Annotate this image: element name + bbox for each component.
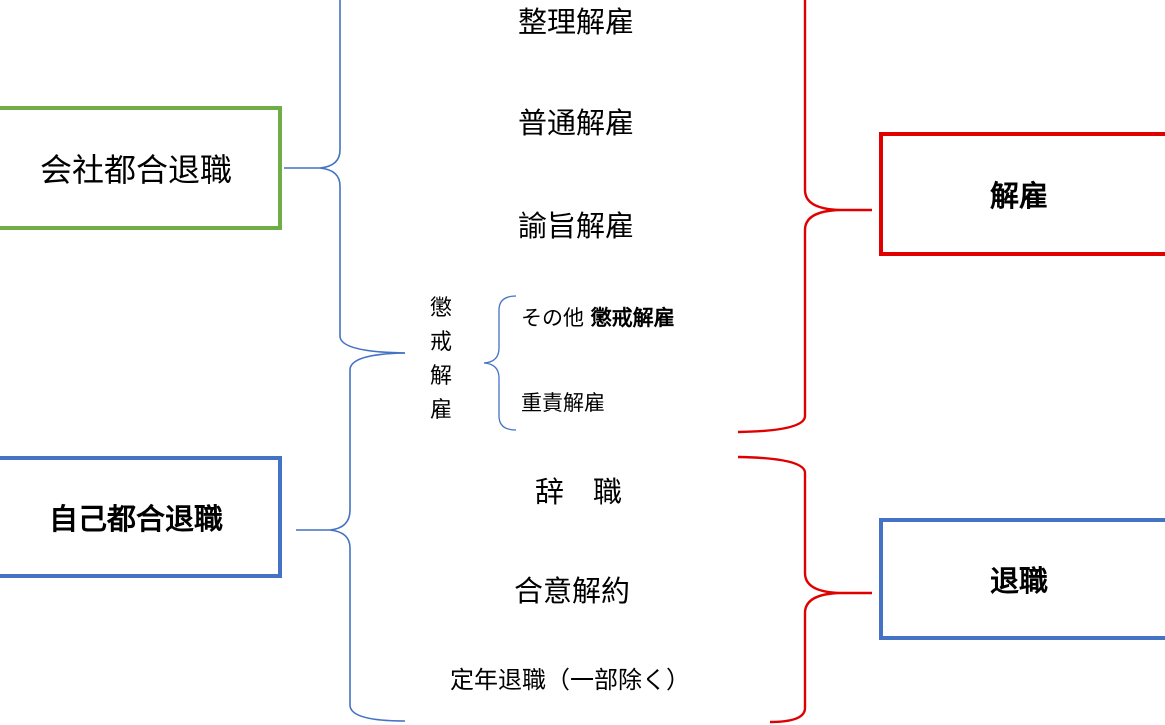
disciplinary-bracket: [483, 295, 517, 431]
sonota-prefix: その他: [521, 306, 584, 330]
item-seiri-kaiko: 整理解雇: [518, 5, 635, 39]
self-bracket: [296, 352, 406, 722]
dismissal-bracket: [737, 0, 872, 434]
item-futsu-kaiko: 普通解雇: [518, 106, 635, 140]
item-goui-kaiyaku: 合意解約: [514, 574, 631, 608]
self-reason-retirement-box: 自己都合退職: [0, 456, 282, 578]
self-reason-label: 自己都合退職: [48, 502, 223, 536]
item-jishoku: 辞 職: [535, 475, 623, 509]
item-teinen-taishoku: 定年退職（一部除く）: [450, 666, 690, 694]
resignation-label: 退職: [989, 564, 1048, 598]
company-bracket: [284, 0, 406, 354]
resignation-box: 退職: [879, 518, 1165, 640]
company-reason-retirement-box: 会社都合退職: [0, 106, 282, 230]
disciplinary-group-label: 懲戒解雇: [429, 296, 452, 423]
sonota-bold: 懲戒解雇: [590, 306, 675, 330]
company-reason-label: 会社都合退職: [39, 151, 232, 189]
item-yushi-kaiko: 諭旨解雇: [518, 209, 635, 243]
dismissal-box: 解雇: [879, 132, 1165, 256]
item-jusekinin-kaiko: 重責解雇: [521, 391, 605, 415]
item-sonota-choukai: その他 懲戒解雇: [521, 302, 675, 332]
resignation-bracket: [737, 455, 872, 724]
dismissal-label: 解雇: [989, 179, 1048, 213]
